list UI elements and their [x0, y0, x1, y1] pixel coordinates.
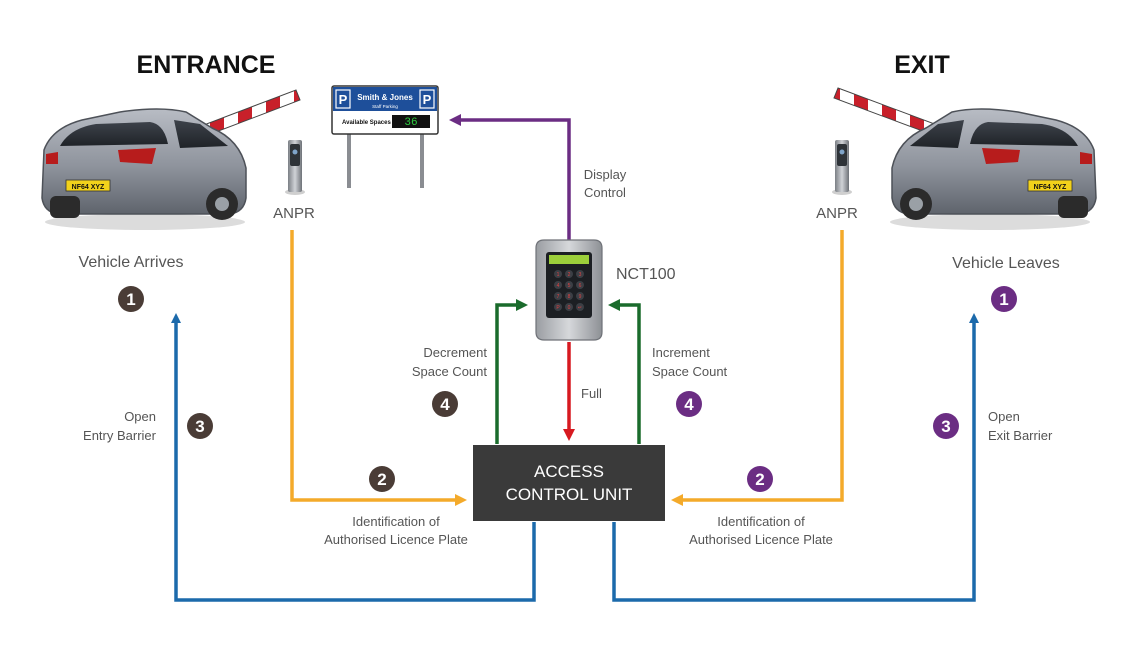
exit-step-3-badge: 3 — [933, 413, 959, 439]
exit-step-4-badge: 4 — [676, 391, 702, 417]
exit-step-2-badge: 2 — [747, 466, 773, 492]
nct100-key-label: 0 — [568, 305, 571, 311]
sign-parking-symbol-right: P — [423, 92, 432, 107]
nct100-label: NCT100 — [616, 266, 676, 283]
entrance-plate-text: NF64 XYZ — [72, 184, 105, 191]
entrance-identification-line — [290, 230, 467, 506]
nct100-key-label: 1 — [557, 272, 560, 278]
entrance-ident-label-line2: Authorised Licence Plate — [324, 532, 468, 547]
sign-subtitle: Staff Parking — [372, 104, 398, 109]
nct100-key — [565, 292, 573, 300]
exit-ident-label-line2: Authorised Licence Plate — [689, 532, 833, 547]
increment-space-count-line — [608, 299, 641, 444]
nct100-key-label: 6 — [579, 283, 582, 289]
entrance-car-illustration: NF64 XYZ — [41, 89, 301, 230]
nct100-key — [576, 281, 584, 289]
svg-text:4: 4 — [684, 395, 694, 414]
acu-label-line1: ACCESS — [534, 462, 604, 481]
exit-anpr-camera — [832, 140, 852, 195]
available-spaces-sign: P P Smith & Jones Staff Parking Availabl… — [331, 85, 439, 188]
svg-text:3: 3 — [195, 417, 204, 436]
svg-text:1: 1 — [126, 290, 135, 309]
nct100-keypad: 1 2 3 4 5 6 7 8 9P 0 ↵ — [554, 270, 584, 311]
open-entry-label-line2: Entry Barrier — [83, 428, 157, 443]
exit-ident-label-line1: Identification of — [717, 514, 805, 529]
sign-spaces-value: 36 — [404, 117, 417, 129]
exit-heading: EXIT — [894, 51, 950, 79]
sign-spaces-label: Available Spaces — [342, 120, 391, 126]
open-entry-label-line1: Open — [124, 409, 156, 424]
nct100-key — [554, 281, 562, 289]
nct100-key — [565, 270, 573, 278]
nct100-key — [554, 270, 562, 278]
nct100-key — [554, 292, 562, 300]
nct100-key-label: ↵ — [578, 305, 582, 311]
entrance-step-4-badge: 4 — [432, 391, 458, 417]
svg-text:3: 3 — [941, 417, 950, 436]
nct100-key-label: P — [556, 305, 560, 311]
entrance-step-1-badge: 1 — [118, 286, 144, 312]
full-label: Full — [581, 386, 602, 401]
exit-car-illustration: NF64 XYZ — [833, 87, 1097, 230]
entrance-anpr-camera — [285, 140, 305, 195]
nct100-key — [576, 270, 584, 278]
exit-step-1-badge: 1 — [991, 286, 1017, 312]
entrance-heading: ENTRANCE — [137, 51, 276, 79]
vehicle-leaves-label: Vehicle Leaves — [952, 255, 1060, 272]
nct100-key — [554, 303, 562, 311]
entrance-anpr-label: ANPR — [273, 205, 315, 222]
access-control-unit: ACCESS CONTROL UNIT — [473, 445, 665, 521]
open-exit-label-line1: Open — [988, 409, 1020, 424]
acu-label-line2: CONTROL UNIT — [506, 485, 633, 504]
nct100-key — [576, 292, 584, 300]
nct100-key-label: 3 — [579, 272, 582, 278]
exit-identification-line — [671, 230, 844, 506]
svg-text:4: 4 — [440, 395, 450, 414]
exit-plate-text: NF64 XYZ — [1034, 184, 1067, 191]
entrance-ident-label-line1: Identification of — [352, 514, 440, 529]
nct100-key-label: 5 — [568, 283, 571, 289]
nct100-key-label: 7 — [557, 294, 560, 300]
display-control-line — [449, 114, 571, 244]
nct100-key-label: 9 — [579, 294, 582, 300]
increment-label-line1: Increment — [652, 345, 710, 360]
open-exit-label-line2: Exit Barrier — [988, 428, 1053, 443]
exit-anpr-label: ANPR — [816, 205, 858, 222]
increment-label-line2: Space Count — [652, 364, 728, 379]
decrement-space-count-line — [495, 299, 528, 444]
vehicle-arrives-label: Vehicle Arrives — [79, 254, 184, 271]
entrance-step-2-badge: 2 — [369, 466, 395, 492]
nct100-key-label: 8 — [568, 294, 571, 300]
open-entry-barrier-line — [171, 313, 536, 602]
entrance-step-3-badge: 3 — [187, 413, 213, 439]
display-control-label-line2: Control — [584, 185, 626, 200]
open-exit-barrier-line — [612, 313, 979, 602]
svg-text:1: 1 — [999, 290, 1008, 309]
svg-text:2: 2 — [755, 470, 764, 489]
nct100-key-label: 4 — [557, 283, 560, 289]
nct100-terminal: 1 2 3 4 5 6 7 8 9P 0 ↵ — [535, 239, 603, 341]
display-control-label-line1: Display — [584, 167, 627, 182]
nct100-key — [576, 303, 584, 311]
svg-text:2: 2 — [377, 470, 386, 489]
decrement-label-line2: Space Count — [412, 364, 488, 379]
nct100-key-label: 2 — [568, 272, 571, 278]
sign-parking-symbol-left: P — [339, 92, 348, 107]
decrement-label-line1: Decrement — [423, 345, 487, 360]
nct100-key — [565, 281, 573, 289]
nct100-key — [565, 303, 573, 311]
sign-company-name: Smith & Jones — [357, 93, 413, 102]
